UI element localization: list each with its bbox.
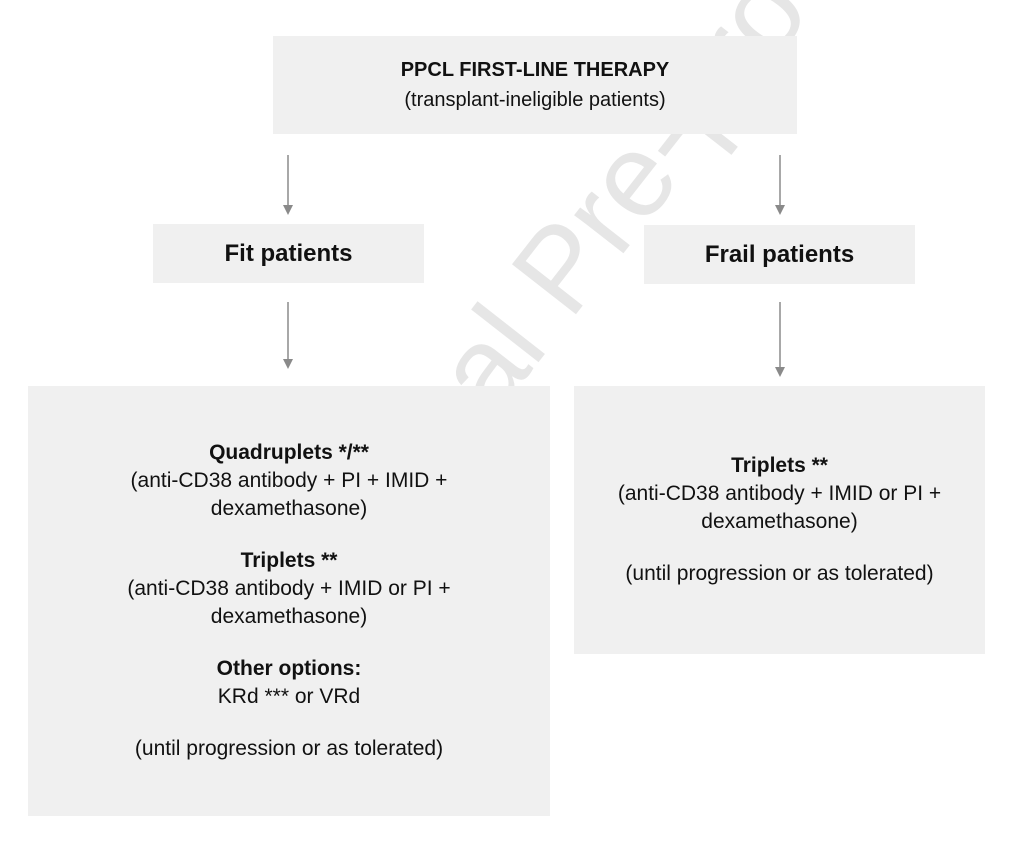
frail-patients-label: Frail patients (704, 240, 855, 268)
fit-patients-label: Fit patients (224, 239, 353, 267)
fit-triplets-title: Triplets ** (240, 549, 338, 572)
fit-triplets-line-1: (anti-CD38 antibody + IMID or PI + (127, 577, 451, 600)
fit-patients-box: Fit patients (153, 224, 424, 283)
fit-triplets-line-2: dexamethasone) (210, 605, 368, 628)
frail-footer-note: (until progression or as tolerated) (625, 562, 934, 585)
other-options-line: KRd *** or VRd (217, 685, 361, 708)
quadruplets-line-2: dexamethasone) (210, 497, 368, 520)
therapy-title: PPCL FIRST-LINE THERAPY (400, 59, 670, 81)
first-line-therapy-box: PPCL FIRST-LINE THERAPY (transplant-inel… (273, 36, 797, 134)
frail-triplets-title: Triplets ** (731, 454, 828, 477)
frail-options-box: Triplets ** (anti-CD38 antibody + IMID o… (574, 386, 985, 654)
quadruplets-title: Quadruplets */** (209, 441, 369, 464)
other-options-title: Other options: (216, 657, 362, 680)
frail-patients-box: Frail patients (644, 225, 915, 284)
fit-options-box: Quadruplets */** (anti-CD38 antibody + P… (28, 386, 550, 816)
frail-triplets-line-2: dexamethasone) (701, 510, 858, 533)
therapy-subtitle: (transplant-ineligible patients) (404, 89, 666, 111)
quadruplets-line-1: (anti-CD38 antibody + PI + IMID + (130, 469, 448, 492)
fit-footer-note: (until progression or as tolerated) (134, 737, 444, 760)
frail-triplets-line-1: (anti-CD38 antibody + IMID or PI + (617, 482, 942, 505)
